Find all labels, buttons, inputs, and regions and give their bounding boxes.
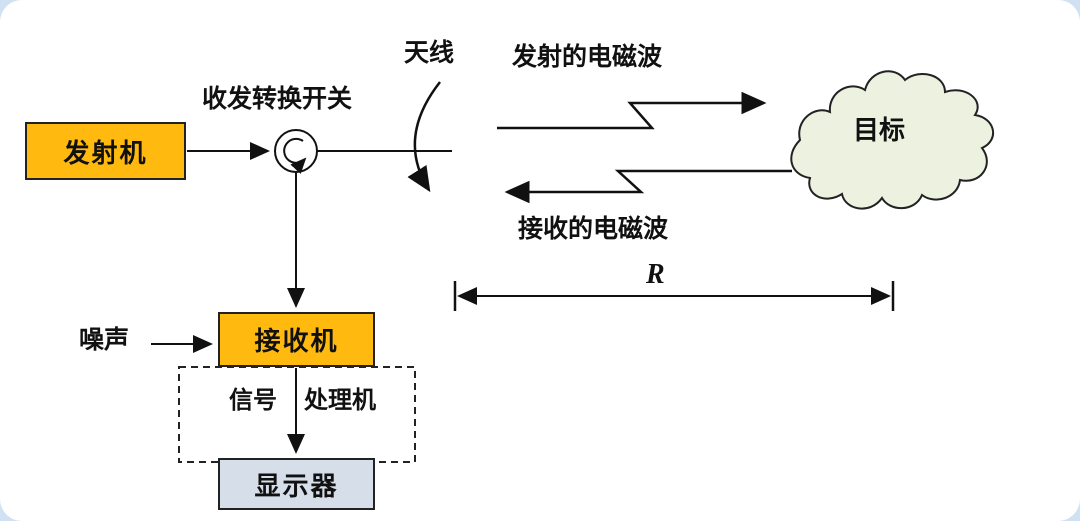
- antenna-label: 天线: [404, 39, 455, 67]
- received-wave-label: 接收的电磁波: [518, 215, 669, 243]
- transmitted-wave-label: 发射的电磁波: [512, 43, 663, 71]
- antenna-arc: [407, 81, 441, 193]
- circulator-rotation-arrow-icon: [283, 137, 307, 175]
- signal-label: 信号: [229, 387, 277, 414]
- target-label: 目标: [853, 115, 906, 145]
- transmitted-wave-arrow: [497, 91, 767, 130]
- received-wave-arrow: [504, 169, 792, 204]
- range-label: R: [646, 259, 665, 290]
- receiver-label: 接收机: [254, 326, 339, 356]
- target-cloud: [790, 70, 994, 210]
- processor-label: 处理机: [304, 387, 376, 414]
- transmitter-block: 发射机: [25, 122, 186, 180]
- noise-label: 噪声: [79, 326, 130, 354]
- display-label: 显示器: [254, 470, 339, 501]
- duplexer-label: 收发转换开关: [202, 85, 353, 113]
- transmitter-label: 发射机: [63, 137, 148, 168]
- display-block: 显示器: [218, 458, 375, 510]
- receiver-block: 接收机: [218, 312, 375, 367]
- duplexer-circulator-symbol: [274, 129, 318, 173]
